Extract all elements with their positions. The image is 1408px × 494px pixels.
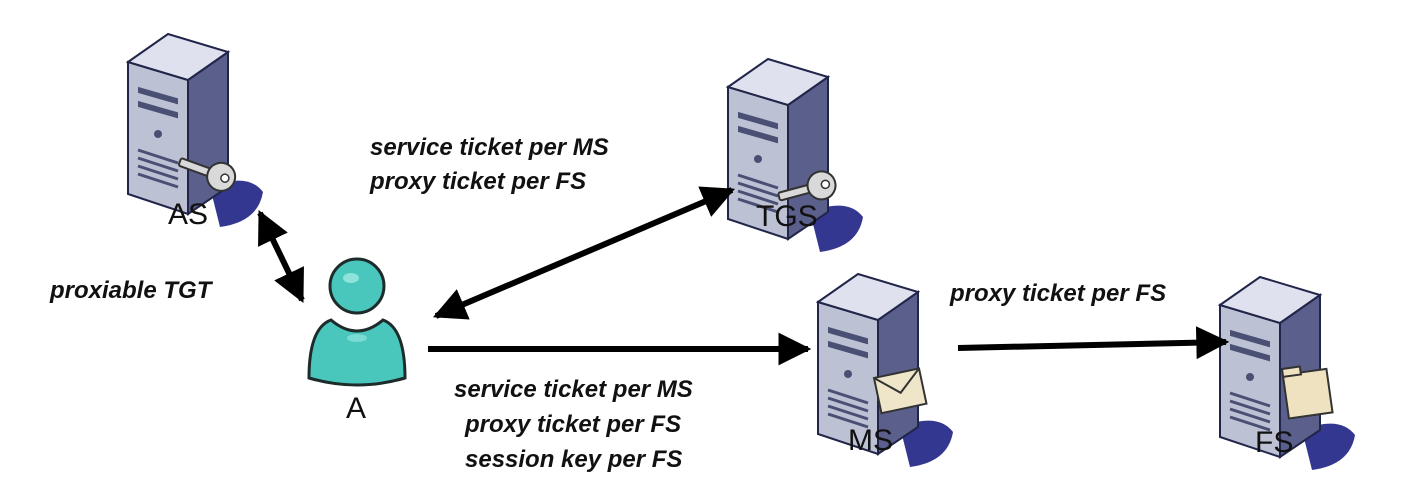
edge-label-client-ms-3: session key per FS [465,446,682,473]
client-label: A [346,392,366,425]
edge-label-client-tgs-2: proxy ticket per FS [369,168,586,195]
folder-icon [1280,365,1334,420]
arrow-ms-fs [957,326,1230,360]
person-icon [307,257,407,387]
as-label: AS [168,198,208,231]
edge-label-client-ms-2: proxy ticket per FS [464,411,681,438]
fs-label: FS [1255,426,1293,459]
arrow-as-client [257,210,305,303]
edge-label-client-ms-1: service ticket per MS [454,376,693,403]
edge-label-ms-fs: proxy ticket per FS [949,280,1166,307]
edge-label-as-client: proxiable TGT [49,277,214,304]
edge-label-client-tgs-1: service ticket per MS [370,134,609,161]
ms-server-icon [816,272,955,469]
tgs-label: TGS [756,200,818,233]
fs-server-icon [1218,275,1357,472]
arrow-client-tgs [432,186,736,320]
ms-label: MS [848,424,893,457]
envelope-icon [872,367,928,415]
